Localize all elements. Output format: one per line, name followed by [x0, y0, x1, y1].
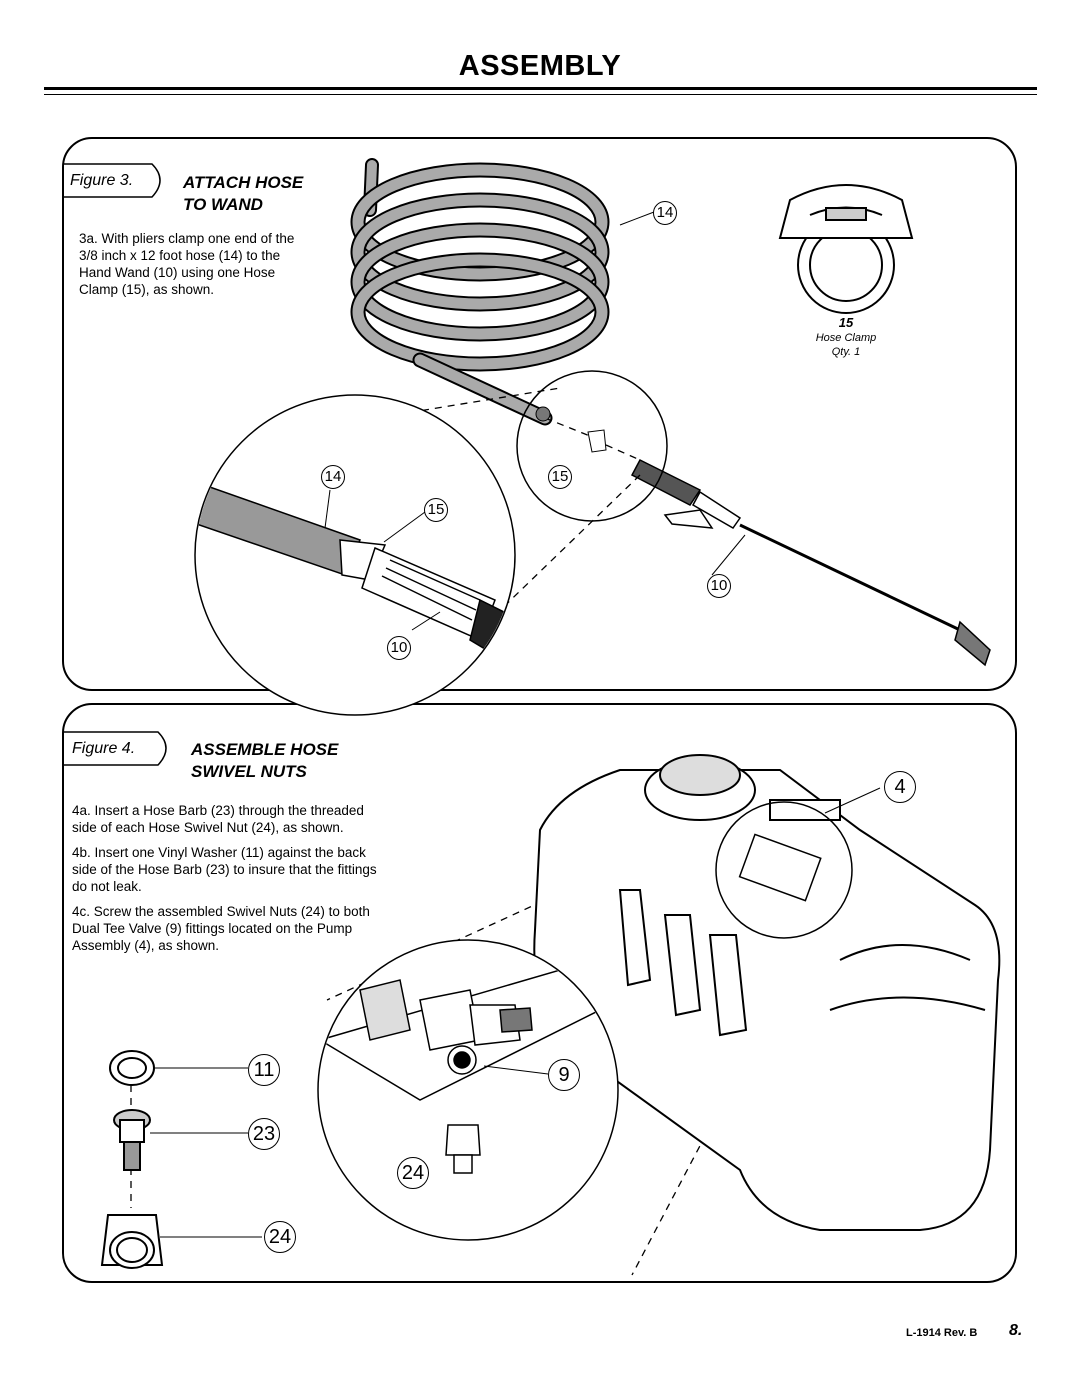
callout-15-detail: 15	[424, 498, 448, 522]
callout-9-valve: 9	[548, 1059, 580, 1091]
figure-3-label: Figure 3.	[70, 172, 134, 189]
detail-circle-large	[194, 394, 516, 716]
detail-circle-small	[516, 370, 668, 522]
callout-24-detail: 24	[397, 1157, 429, 1189]
instruction-3a: 3a. With pliers clamp one end of the 3/8…	[79, 231, 295, 297]
coiled-hose-drawing	[350, 158, 610, 426]
clamp-part-name: Hose Clamp	[815, 332, 877, 344]
figure-4-tab	[64, 731, 167, 766]
callout-24-nut: 24	[264, 1221, 296, 1253]
valve-detail-circle	[317, 939, 619, 1241]
swivel-nut-drawing	[100, 1214, 164, 1269]
instruction-4a: 4a. Insert a Hose Barb (23) through the …	[72, 803, 364, 835]
figure-3-instruction: 3a. With pliers clamp one end of the 3/8…	[79, 230, 309, 306]
clamp-part-qty: Qty. 1	[831, 346, 861, 358]
hose-clamp-drawing	[778, 184, 914, 314]
figure-4-panel	[62, 703, 1017, 1283]
figure-3-title-line2: TO WAND	[183, 195, 263, 214]
clamp-part-number: 15	[838, 315, 854, 330]
callout-14-detail: 14	[321, 465, 345, 489]
document-code: L-1914 Rev. B	[906, 1327, 978, 1339]
figure-3-panel	[62, 137, 1017, 691]
pump-tank-drawing	[533, 754, 1001, 1231]
figure-4-label: Figure 4.	[72, 740, 136, 757]
instruction-4b: 4b. Insert one Vinyl Washer (11) against…	[72, 845, 377, 894]
figure-4-title-line2: SWIVEL NUTS	[191, 762, 307, 781]
figure-4-instructions: 4a. Insert a Hose Barb (23) through the …	[72, 802, 384, 962]
instruction-4c: 4c. Screw the assembled Swivel Nuts (24)…	[72, 904, 370, 953]
hose-barb-drawing	[113, 1109, 151, 1171]
swivel-nut-small	[445, 1124, 481, 1174]
callout-10-detail: 10	[387, 636, 411, 660]
title-rule-thick	[44, 87, 1037, 90]
page-title: ASSEMBLY	[458, 50, 622, 82]
hose-clamp-caption: 15 Hose Clamp Qty. 1	[796, 316, 896, 359]
vinyl-washer-drawing	[109, 1050, 155, 1086]
callout-11-washer: 11	[248, 1054, 280, 1086]
figure-3-title-line1: ATTACH HOSE	[183, 173, 304, 192]
callout-14-top: 14	[653, 201, 677, 225]
callout-4-pump: 4	[884, 771, 916, 803]
pump-detail-circle	[715, 801, 853, 939]
figure-3-tab	[64, 163, 161, 198]
callout-15-small: 15	[548, 465, 572, 489]
callout-10-wand: 10	[707, 574, 731, 598]
hand-wand-drawing	[630, 459, 991, 667]
title-rule-thin	[44, 94, 1037, 95]
callout-23-barb: 23	[248, 1118, 280, 1150]
page-number: 8.	[1009, 1322, 1023, 1339]
figure-4-title-line1: ASSEMBLE HOSE	[191, 740, 339, 759]
